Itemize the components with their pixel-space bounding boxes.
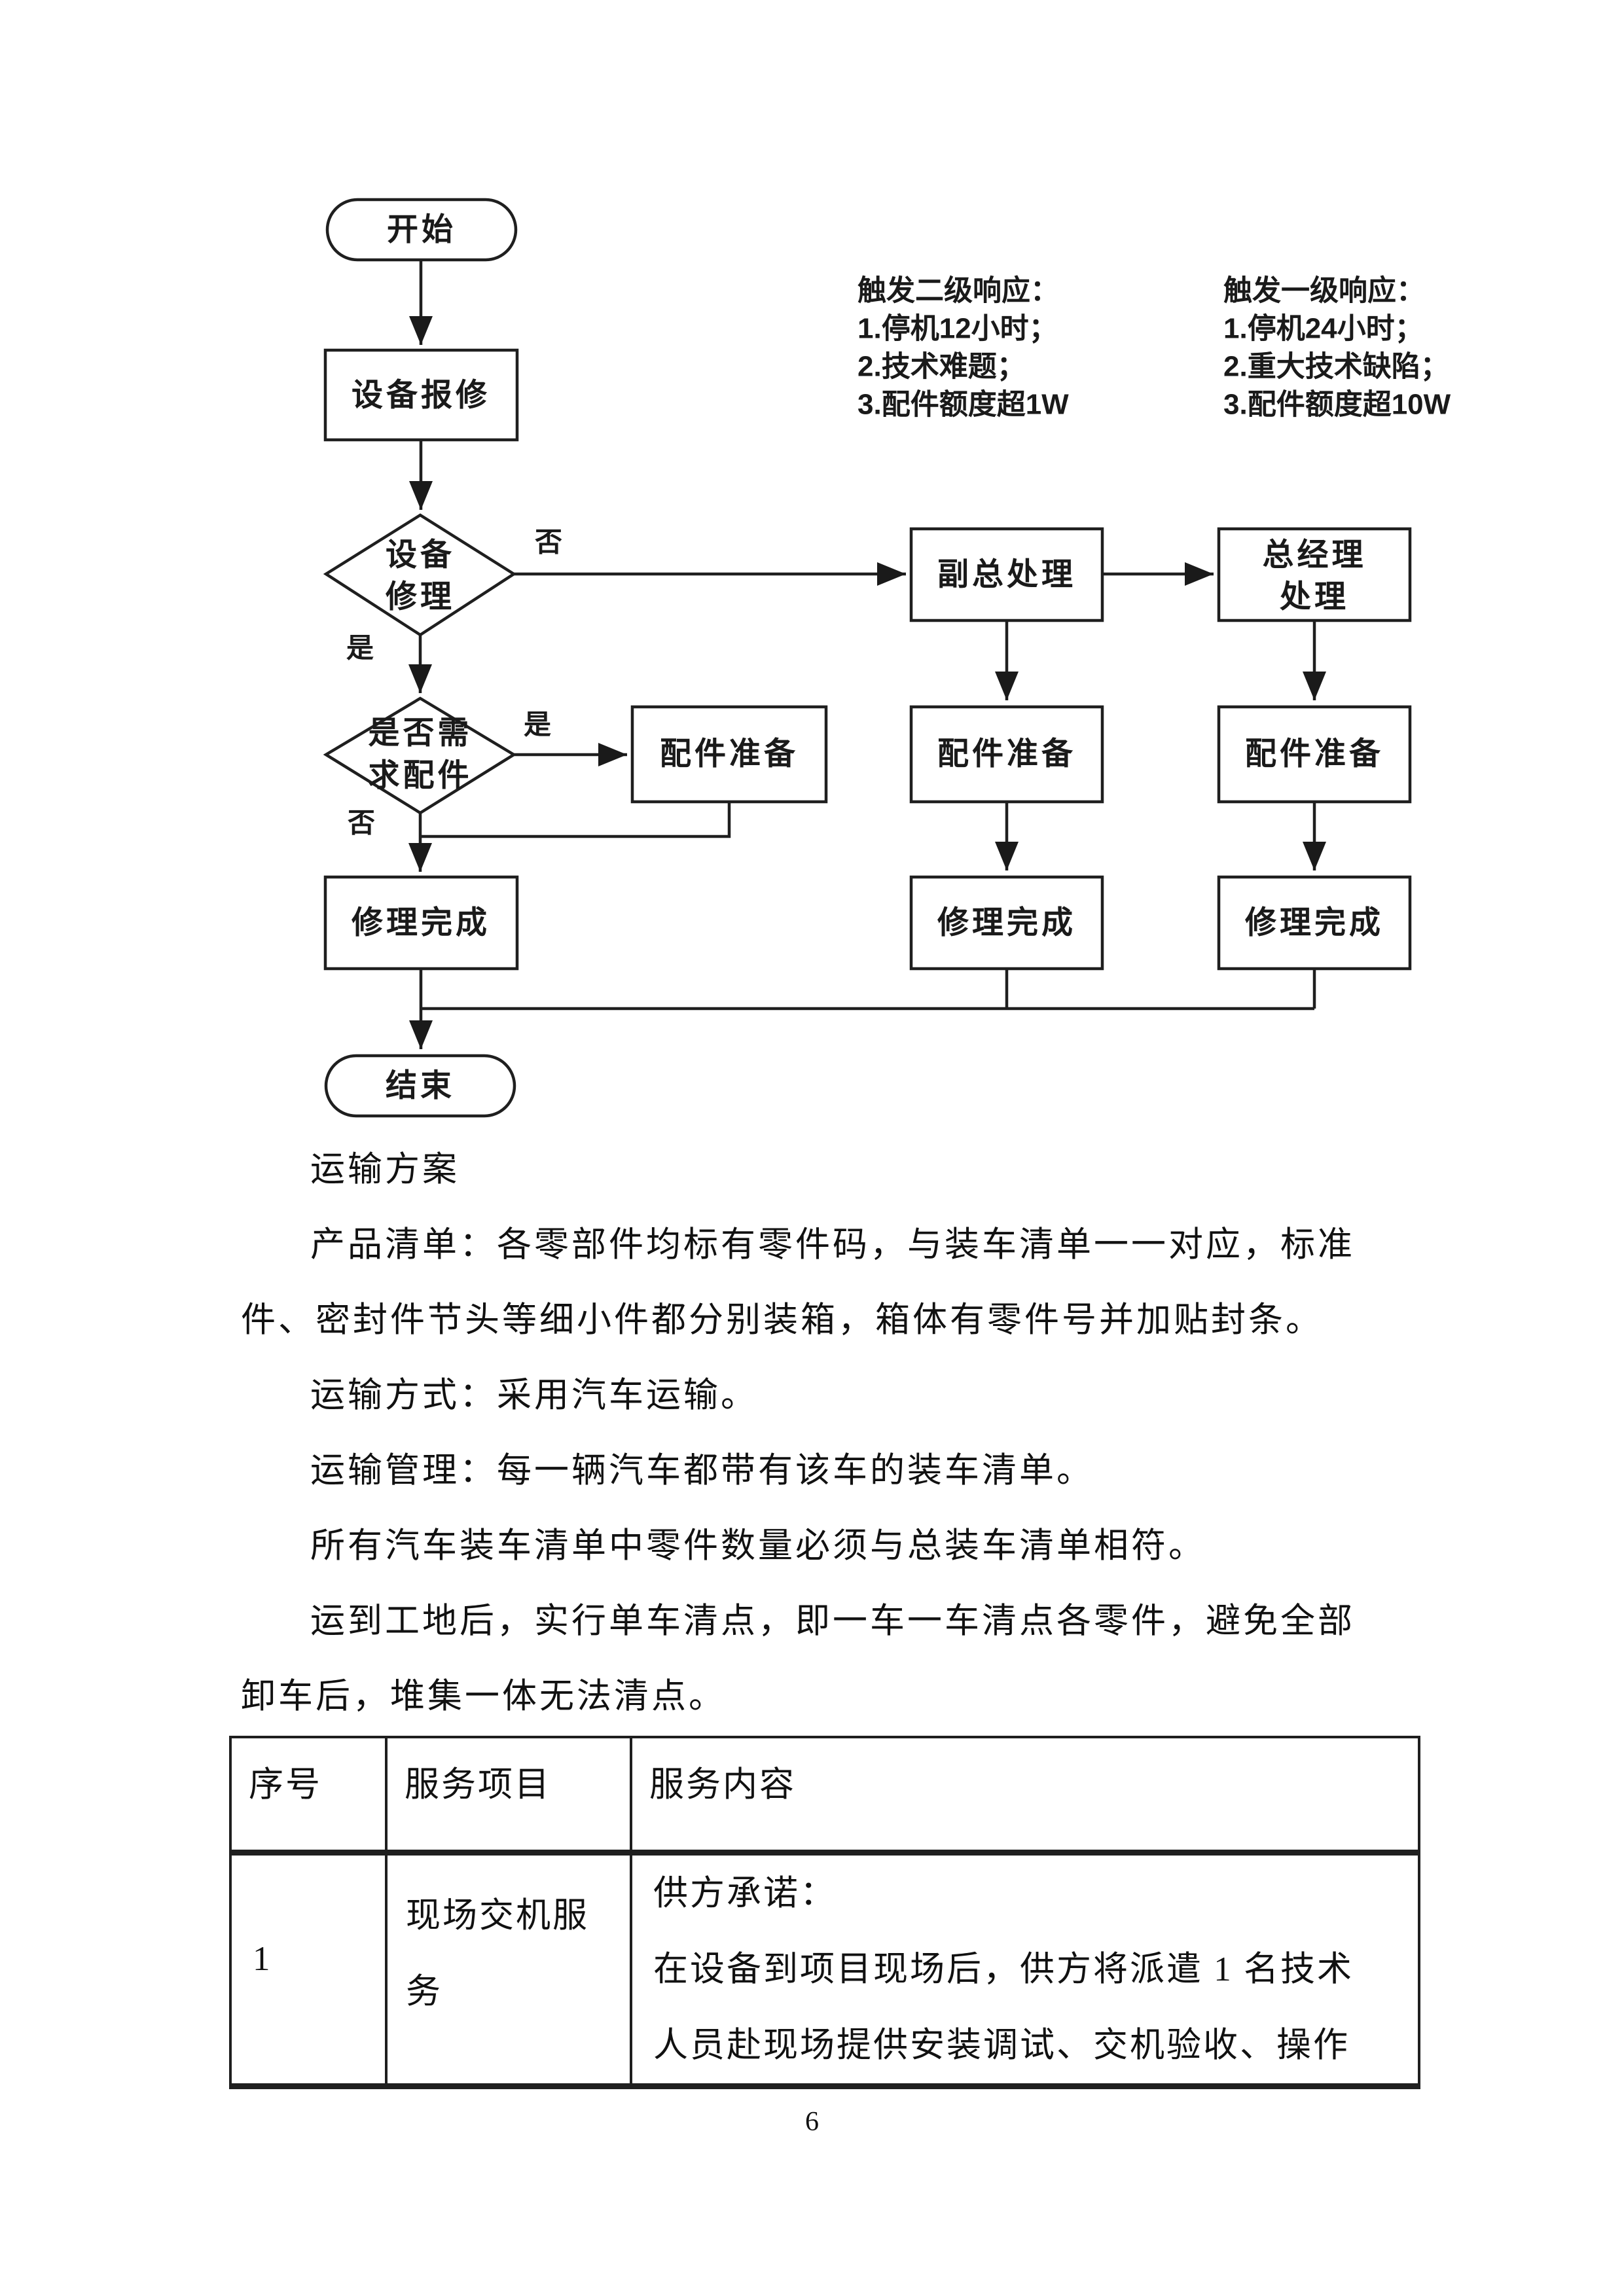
- body-line: 件、密封件节头等细小件都分别装箱，箱体有零件号并加贴封条。: [241, 1301, 1323, 1339]
- annotation-primary-item-2: 2.重大技术缺陷；: [1223, 351, 1449, 383]
- label-repair-done-3: 修理完成: [1245, 906, 1384, 941]
- content-line: 人员赴现场提供安装调试、交机验收、操作: [653, 2026, 1350, 2064]
- table-header-row: 序号 服务项目 服务内容: [229, 1736, 1420, 1856]
- label-parts-prep-2: 配件准备: [937, 737, 1076, 772]
- page-number: 6: [805, 2107, 819, 2137]
- label-parts-prep-1: 配件准备: [660, 737, 799, 772]
- node-parts-prep-3: [1217, 705, 1412, 804]
- body-line: 运输管理：每一辆汽车都带有该车的装车清单。: [310, 1452, 1094, 1490]
- body-line: 卸车后，堆集一体无法清点。: [241, 1677, 726, 1715]
- body-line: 所有汽车装车清单中零件数量必须与总装车清单相符。: [310, 1527, 1206, 1565]
- edge-label-yes-1: 是: [346, 633, 374, 664]
- label-decision-parts-1: 是否需: [368, 716, 472, 751]
- flowchart-node-labels: 开始 设备报修 设备 修理 副总处理 总经理 处理 是否需 求配件 配件准备 配…: [352, 213, 1384, 1103]
- label-general-manager-1: 总经理: [1262, 538, 1366, 573]
- label-general-manager-2: 处理: [1280, 580, 1349, 615]
- label-decision-repair-2: 修理: [386, 580, 455, 615]
- node-repair-done-2: [909, 875, 1104, 971]
- annotation-secondary-item-3: 3.配件额度超1W: [857, 389, 1069, 421]
- edge-parts-prep-merge: [420, 802, 731, 838]
- label-deputy-gm: 副总处理: [937, 558, 1076, 592]
- edge-label-no-2: 否: [348, 808, 375, 838]
- node-parts-prep-2: [909, 705, 1104, 804]
- label-decision-parts-2: 求配件: [368, 759, 472, 793]
- node-deputy-gm: [909, 527, 1104, 622]
- cell-seq-no: 1: [229, 1851, 388, 2089]
- annotation-primary-item-3: 3.配件额度超10W: [1223, 389, 1451, 421]
- content-line: 供方承诺：: [653, 1874, 837, 1912]
- label-end: 结束: [386, 1069, 455, 1103]
- body-line: 运输方式：采用汽车运输。: [310, 1376, 758, 1414]
- node-parts-prep-1: [630, 705, 828, 804]
- node-repair-done-3: [1217, 875, 1412, 971]
- repair-flowchart: 开始 设备报修 设备 修理 副总处理 总经理 处理 是否需 求配件 配件准备 配…: [323, 198, 1451, 1118]
- edge-label-yes-2: 是: [524, 709, 551, 740]
- annotation-primary-item-1: 1.停机24小时；: [1223, 313, 1424, 345]
- header-seq-no: 序号: [229, 1736, 388, 1856]
- flowchart-edges: [408, 260, 1326, 1049]
- annotation-primary-title: 触发一级响应：: [1223, 275, 1425, 307]
- node-general-manager: [1217, 527, 1412, 622]
- content-line: 在设备到项目现场后，供方将派遣 1 名技术: [653, 1950, 1354, 1988]
- node-decision-parts: [323, 696, 517, 815]
- flowchart-edge-labels: 否 是 是 否: [346, 527, 562, 838]
- body-line: 运到工地后，实行单车清点，即一车一车清点各零件，避免全部: [310, 1602, 1355, 1640]
- header-service-item: 服务项目: [385, 1736, 632, 1856]
- node-decision-repair: [323, 513, 517, 637]
- node-report: [323, 348, 519, 442]
- service-table: 序号 服务项目 服务内容 1 现场交机服务 供方承诺： 在设备到项目现场后，供方…: [229, 1736, 1420, 2089]
- header-service-content: 服务内容: [630, 1736, 1420, 1856]
- cell-service-item: 现场交机服务: [385, 1851, 632, 2089]
- node-start: [325, 198, 518, 262]
- annotation-secondary-item-2: 2.技术难题；: [857, 351, 1026, 383]
- node-end: [324, 1054, 516, 1118]
- transport-plan-section: 运输方案 产品清单：各零部件均标有零件码，与装车清单一一对应，标准 件、密封件节…: [241, 1132, 1414, 1734]
- cell-service-content: 供方承诺： 在设备到项目现场后，供方将派遣 1 名技术 人员赴现场提供安装调试、…: [630, 1851, 1420, 2089]
- label-report: 设备报修: [352, 378, 490, 413]
- label-repair-done-2: 修理完成: [937, 906, 1076, 941]
- label-repair-done-1: 修理完成: [352, 906, 490, 941]
- annotation-secondary-response: 触发二级响应： 1.停机12小时； 2.技术难题； 3.配件额度超1W: [857, 275, 1069, 421]
- label-decision-repair-1: 设备: [386, 538, 455, 573]
- label-parts-prep-3: 配件准备: [1245, 737, 1384, 772]
- label-start: 开始: [387, 213, 456, 247]
- body-line: 产品清单：各零部件均标有零件码，与装车清单一一对应，标准: [310, 1226, 1355, 1264]
- annotation-primary-response: 触发一级响应： 1.停机24小时； 2.重大技术缺陷； 3.配件额度超10W: [1223, 275, 1451, 421]
- edge-label-no-1: 否: [535, 527, 562, 558]
- flowchart-nodes: [323, 198, 1412, 1118]
- body-line: 运输方案: [310, 1151, 460, 1189]
- annotation-secondary-title: 触发二级响应：: [857, 275, 1059, 307]
- annotation-secondary-item-1: 1.停机12小时；: [857, 313, 1058, 345]
- table-row: 1 现场交机服务 供方承诺： 在设备到项目现场后，供方将派遣 1 名技术 人员赴…: [229, 1851, 1420, 2089]
- node-repair-done-1: [323, 875, 519, 971]
